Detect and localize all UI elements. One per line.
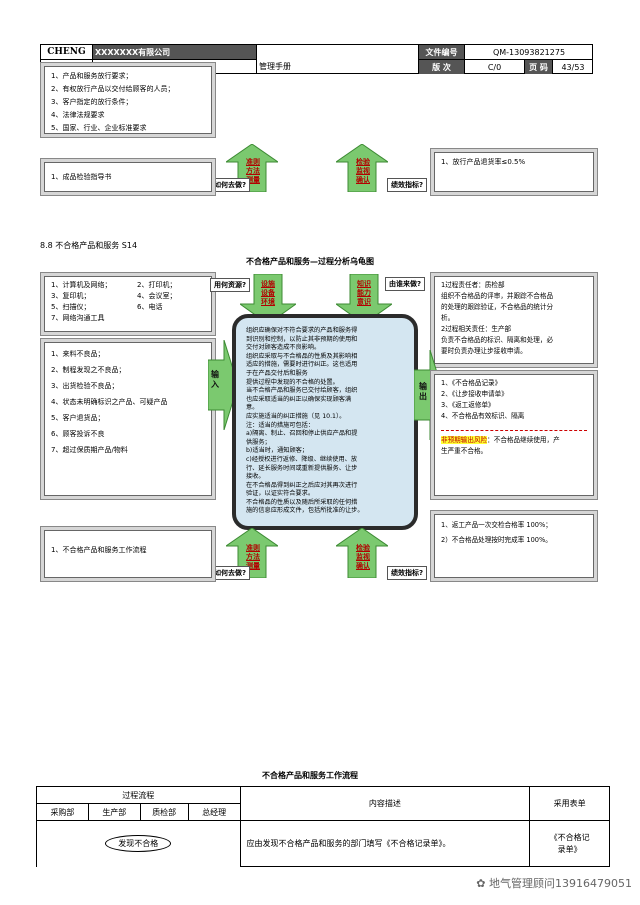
top-input-item: 2、有权放行产品以交付给顾客的人员； (51, 85, 175, 93)
guide-box: 1、成品检验指导书 (44, 162, 212, 192)
doc-no: QM-13093821275 (465, 45, 593, 60)
flow-title: 不合格产品和服务工作流程 (262, 771, 358, 780)
step-form: 《不合格记录单》 (529, 820, 610, 867)
dept-qc: 质检部 (139, 803, 189, 821)
process-center-box: 组织应确保对不符合要求的产品和服务得 到识别和控制，以防止其非预期的使用和 交付… (232, 314, 418, 530)
check-text: 检验监视确认 (356, 158, 370, 184)
form-label: 采用表单 (529, 786, 610, 821)
page-number: 43/53 (561, 62, 585, 72)
wechat-icon: ✿ (476, 877, 490, 890)
risk-highlight: 非预期输出风险 (441, 436, 488, 444)
who-label: 由谁来做? (385, 277, 426, 291)
dept-production: 生产部 (87, 803, 141, 821)
method-text: 准则方法测量 (246, 544, 260, 570)
who-text: 知识能力意识 (357, 280, 371, 306)
how-label: 如何去做? (210, 566, 251, 580)
turtle-guide-box: 1、不合格产品和服务工作流程 (44, 530, 212, 578)
turtle-inputs-box: 1、来料不良品； 2、制程发现之不良品； 3、出货检验不良品； 4、状态未明确标… (44, 342, 212, 496)
doc-title: 管理手册 (257, 45, 419, 74)
turtle-indicator-box: 1、返工产品一次交检合格率 100%； 2）不合格品处理按时完成率 100%。 (434, 514, 594, 578)
page-label: 页 码 (525, 60, 553, 74)
output-label: 输出 (419, 382, 427, 401)
top-input-item: 3、客户指定的放行条件； (51, 98, 133, 106)
resource-text: 设施设备环境 (261, 280, 275, 306)
up-arrow-icon (336, 144, 388, 192)
turtle-outputs-box: 1、《不合格品记录》 2、《让步接收申请单》 3、《返工返修单》 4、不合格品有… (434, 374, 594, 496)
indicator-label: 绩效指标? (387, 566, 428, 580)
method-text: 准则方法测量 (246, 158, 260, 184)
flow-step-oval: 发现不合格 (105, 835, 172, 853)
resources-box: 1、计算机及网络；2、打印机； 3、复印机；4、会议室； 5、扫描仪；6、电话 … (44, 276, 212, 332)
section-title: 8.8 不合格产品和服务 S14 (40, 241, 138, 250)
step-description: 应由发现不合格产品和服务的部门填写《不合格记录单》。 (239, 820, 531, 867)
content-label: 内容描述 (239, 786, 531, 821)
flow-table: 过程流程 内容描述 采用表单 采购部 生产部 质检部 总经理 发现不合格 应由发… (36, 786, 610, 867)
process-label: 过程流程 (36, 786, 241, 804)
turtle-title: 不合格产品和服务—过程分析乌龟图 (246, 257, 374, 266)
top-indicator-box: 1、放行产品退货率≤0.5% (434, 152, 594, 192)
who-box: 1过程责任者：质检部 组织不合格品的评审，并跟踪不合格品 的处理的跟踪验证，不合… (434, 276, 594, 364)
indicator-label: 绩效指标? (387, 178, 428, 192)
doc-no-label: 文件编号 (419, 45, 465, 60)
version-label: 版 次 (419, 60, 465, 74)
check-text: 检验监视确认 (356, 544, 370, 570)
resource-label: 用何资源? (210, 278, 251, 292)
watermark-text: ✿ 地气管理顾问13916479051 (476, 877, 632, 890)
dept-purchase: 采购部 (36, 803, 89, 821)
company-code: CHENG (41, 45, 93, 60)
up-arrow-icon (226, 528, 278, 578)
top-input-item: 5、国家、行业、企业标准要求 (51, 124, 147, 132)
top-input-item: 1、产品和服务放行要求； (51, 72, 133, 80)
company-name: XXXXXXX有限公司 (93, 45, 257, 60)
how-label: 如何去做? (210, 178, 251, 192)
right-arrow-icon (208, 340, 238, 430)
up-arrow-icon (336, 528, 388, 578)
input-label: 输入 (211, 370, 219, 389)
top-inputs-box: 1、产品和服务放行要求； 2、有权放行产品以交付给顾客的人员； 3、客户指定的放… (44, 66, 212, 134)
version: C/0 (465, 60, 525, 74)
dept-gm: 总经理 (187, 803, 241, 821)
doc-header: CHENG XXXXXXX有限公司 管理手册 文件编号 QM-130938212… (40, 44, 593, 74)
top-input-item: 4、法律法规要求 (51, 111, 105, 119)
